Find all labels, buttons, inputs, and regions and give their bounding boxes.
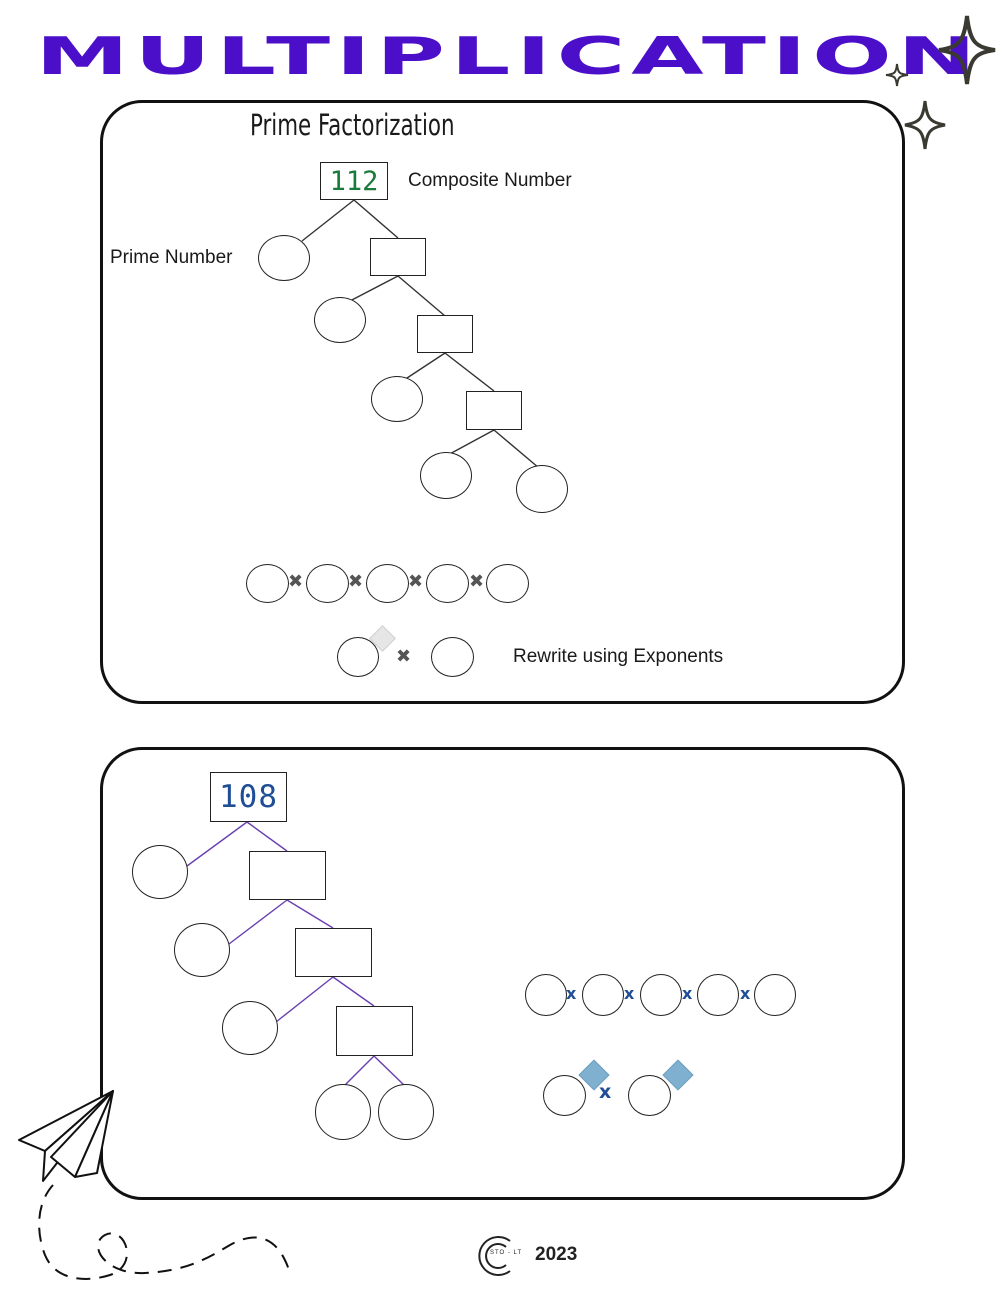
times-icon: x <box>566 984 577 1003</box>
prime-factor-circle[interactable] <box>258 235 310 281</box>
times-icon: ✖ <box>348 571 364 592</box>
product-circle[interactable] <box>697 974 739 1016</box>
product-circle[interactable] <box>366 564 409 603</box>
sparkle-icon <box>904 100 946 150</box>
factor-box[interactable] <box>370 238 426 276</box>
panel-heading: Prime Factorization <box>250 108 455 142</box>
product-circle[interactable] <box>306 564 349 603</box>
factor-box[interactable] <box>249 851 326 900</box>
prime-number-label: Prime Number <box>110 247 233 268</box>
factor-box[interactable] <box>295 928 372 977</box>
composite-number-value: 108 <box>219 779 278 815</box>
times-icon: ✖ <box>408 571 424 592</box>
factor-box[interactable] <box>466 391 522 430</box>
footer-year: 2023 <box>535 1244 578 1265</box>
product-circle[interactable] <box>486 564 529 603</box>
prime-factor-circle[interactable] <box>315 1084 371 1140</box>
paper-plane-icon <box>18 1090 290 1280</box>
composite-number-value: 112 <box>329 165 379 197</box>
factor-box[interactable] <box>336 1006 413 1056</box>
times-icon: ✖ <box>288 571 304 592</box>
base-circle[interactable] <box>628 1075 671 1116</box>
prime-factor-circle[interactable] <box>314 297 366 343</box>
rewrite-label: Rewrite using Exponents <box>513 646 724 667</box>
brand-logo-icon <box>478 1236 511 1276</box>
prime-factor-circle[interactable] <box>132 845 188 899</box>
product-circle[interactable] <box>640 974 682 1016</box>
times-icon: x <box>624 984 635 1003</box>
sparkle-icon <box>938 15 996 85</box>
prime-factor-circle[interactable] <box>378 1084 434 1140</box>
times-icon: ✖ <box>396 646 412 667</box>
product-circle[interactable] <box>525 974 567 1016</box>
prime-factor-circle[interactable] <box>516 465 568 513</box>
base-circle[interactable] <box>337 637 379 677</box>
prime-factor-circle[interactable] <box>174 923 230 977</box>
times-icon: ✖ <box>469 571 485 592</box>
brand-logo-text: STO - LT <box>490 1250 523 1256</box>
prime-factor-circle[interactable] <box>222 1001 278 1055</box>
product-circle[interactable] <box>754 974 796 1016</box>
composite-number-box: 112 <box>320 162 388 200</box>
times-icon: x <box>599 1081 612 1103</box>
product-circle[interactable] <box>246 564 289 603</box>
prime-factor-circle[interactable] <box>420 452 472 499</box>
prime-factor-circle[interactable] <box>371 376 423 422</box>
sparkle-icon <box>885 63 909 87</box>
page-title: MULTIPLICATION <box>35 26 982 87</box>
times-icon: x <box>740 984 751 1003</box>
product-circle[interactable] <box>582 974 624 1016</box>
times-icon: x <box>682 984 693 1003</box>
base-circle[interactable] <box>431 637 474 677</box>
composite-number-box: 108 <box>210 772 287 822</box>
composite-number-label: Composite Number <box>408 170 572 191</box>
product-circle[interactable] <box>426 564 469 603</box>
base-circle[interactable] <box>543 1075 586 1116</box>
factor-box[interactable] <box>417 315 473 353</box>
